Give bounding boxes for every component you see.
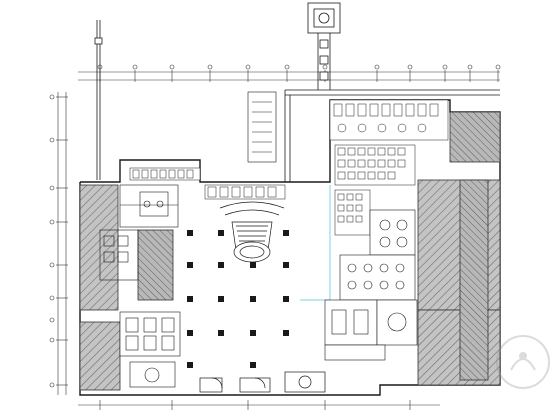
glass-partition (300, 185, 331, 301)
bottom-ticks (99, 400, 411, 410)
upper-wall-band (284, 89, 500, 182)
dimension-grid (57, 71, 500, 406)
seating-rows-top-left (129, 167, 286, 200)
feature-curved-stair (219, 201, 285, 263)
left-dining-room (119, 311, 181, 388)
main-entrance-doors (199, 371, 326, 393)
dimension-ticks (56, 70, 499, 386)
hatched-service-zone-right (417, 111, 501, 386)
site-logo-watermark-icon (496, 335, 550, 389)
round-tables (339, 209, 416, 301)
left-back-of-house (99, 184, 179, 281)
outer-walls (79, 99, 501, 396)
grid-axis-markers-left (49, 94, 55, 388)
cafe-seating-top (329, 99, 449, 141)
banquet-seating-grid (334, 144, 416, 236)
hatched-service-zone-left (79, 184, 174, 391)
top-left-service-block (247, 91, 277, 163)
lobby-columns (187, 230, 289, 368)
private-rooms (324, 299, 418, 361)
entrance-pavilion (307, 2, 341, 90)
vertical-guide (94, 20, 103, 180)
grid-axis-markers-top (97, 64, 501, 70)
